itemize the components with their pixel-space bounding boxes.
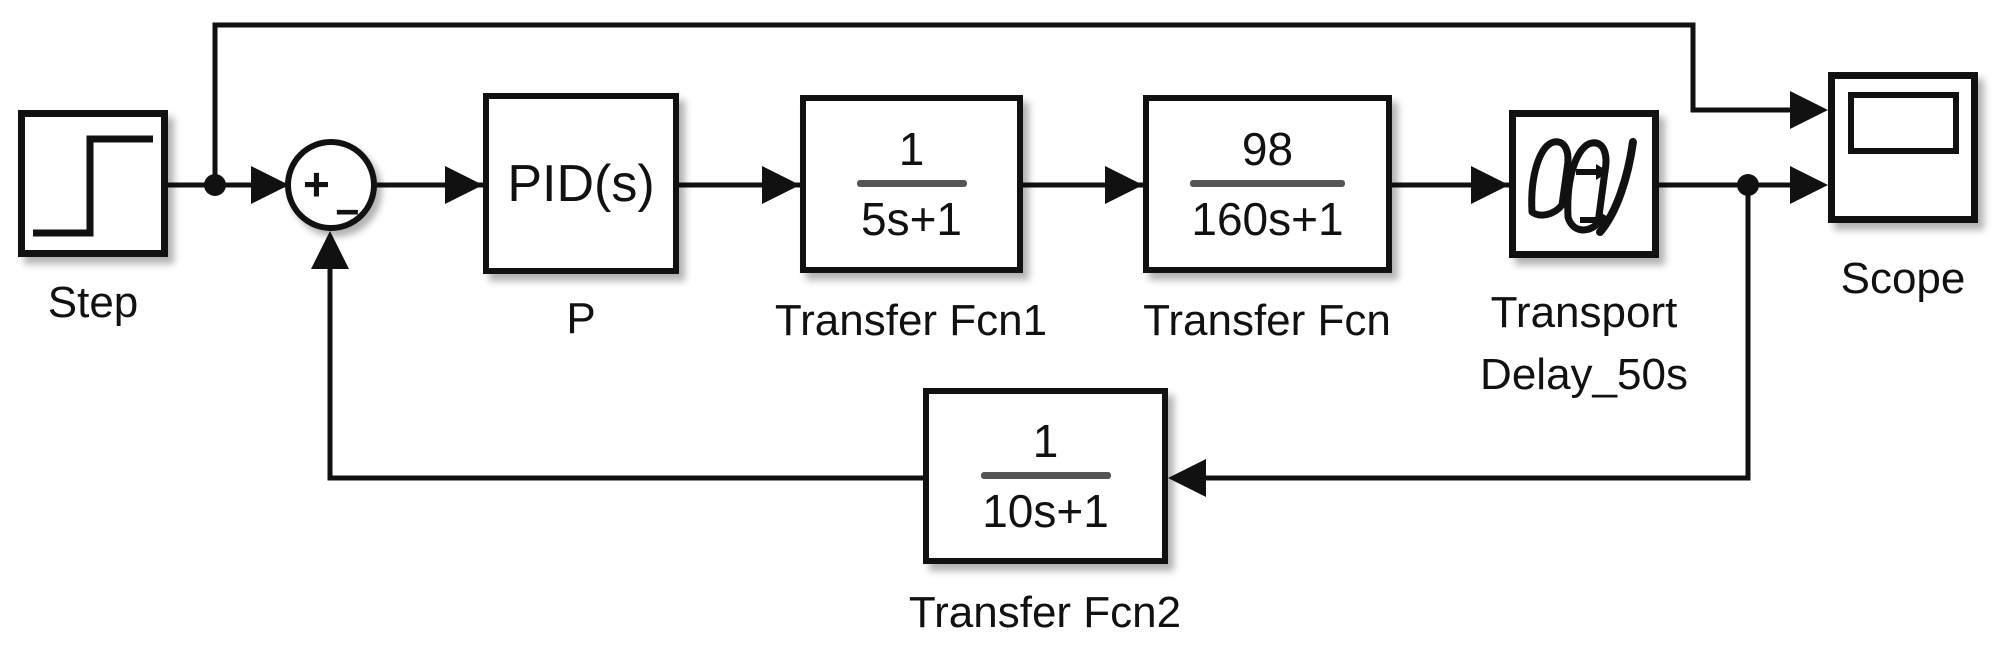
arrowhead-into-sum bbox=[251, 166, 289, 204]
transfer-fcn1-block[interactable]: 1 5s+1 bbox=[800, 95, 1023, 273]
transfer-fcn-fraction: 98 160s+1 bbox=[1190, 126, 1345, 242]
fraction-bar bbox=[980, 472, 1111, 479]
transfer-fcn2-denominator: 10s+1 bbox=[982, 485, 1109, 537]
transfer-fcn1-fraction: 1 5s+1 bbox=[856, 123, 967, 245]
pid-block[interactable]: PID(s) bbox=[483, 93, 679, 274]
scope-block[interactable] bbox=[1828, 72, 1978, 223]
arrowhead-into-tf2 bbox=[1168, 459, 1206, 497]
arrowhead-into-scope-bottom bbox=[1790, 166, 1828, 204]
sum-junction[interactable]: + − bbox=[285, 139, 377, 235]
step-signal-icon bbox=[33, 135, 153, 237]
transport-delay-block[interactable] bbox=[1509, 110, 1659, 258]
transport-delay-label: Transport Delay_50s bbox=[1480, 282, 1688, 407]
pid-block-label: P bbox=[566, 294, 596, 343]
transfer-fcn1-label: Transfer Fcn1 bbox=[774, 296, 1048, 345]
arrowhead-into-sum-bottom bbox=[311, 231, 349, 269]
arrowhead-into-tf1 bbox=[762, 166, 800, 204]
sum-plus-sign: + bbox=[303, 158, 330, 210]
transport-delay-label-line2: Delay_50s bbox=[1480, 350, 1688, 400]
transfer-fcn1-denominator: 5s+1 bbox=[860, 193, 963, 245]
transfer-fcn2-fraction: 1 10s+1 bbox=[980, 415, 1111, 537]
fraction-bar bbox=[856, 180, 967, 187]
transfer-fcn2-block[interactable]: 1 10s+1 bbox=[923, 388, 1168, 564]
step-block[interactable] bbox=[18, 110, 168, 257]
transfer-fcn1-numerator: 1 bbox=[898, 123, 925, 175]
step-block-label: Step bbox=[47, 278, 139, 327]
arrowhead-into-pid bbox=[445, 166, 483, 204]
arrowhead-into-delay bbox=[1471, 166, 1509, 204]
wire-step-to-scope-top bbox=[212, 22, 1800, 185]
pid-block-text: PID(s) bbox=[507, 154, 655, 213]
transfer-fcn-numerator: 98 bbox=[1241, 123, 1294, 175]
scope-screen-icon bbox=[1848, 92, 1959, 154]
transfer-fcn-denominator: 160s+1 bbox=[1191, 193, 1344, 245]
arrowhead-into-scope-top bbox=[1790, 91, 1828, 129]
sum-minus-sign: − bbox=[335, 188, 360, 235]
wire-branch-to-tf2 bbox=[1180, 185, 1751, 481]
branch-dot-delay bbox=[1737, 174, 1759, 196]
transfer-fcn-block[interactable]: 98 160s+1 bbox=[1143, 95, 1392, 273]
transfer-fcn-label: Transfer Fcn bbox=[1143, 296, 1391, 345]
transfer-fcn2-numerator: 1 bbox=[1032, 415, 1059, 467]
arrowhead-into-tf bbox=[1105, 166, 1143, 204]
scope-block-label: Scope bbox=[1840, 254, 1966, 303]
wire-tf2-to-sum bbox=[327, 240, 923, 481]
transfer-fcn2-label: Transfer Fcn2 bbox=[908, 588, 1182, 637]
branch-dot-step bbox=[204, 174, 226, 196]
fraction-bar bbox=[1190, 180, 1345, 187]
transport-delay-icon bbox=[1528, 138, 1637, 236]
transport-delay-label-line1: Transport bbox=[1490, 288, 1678, 337]
